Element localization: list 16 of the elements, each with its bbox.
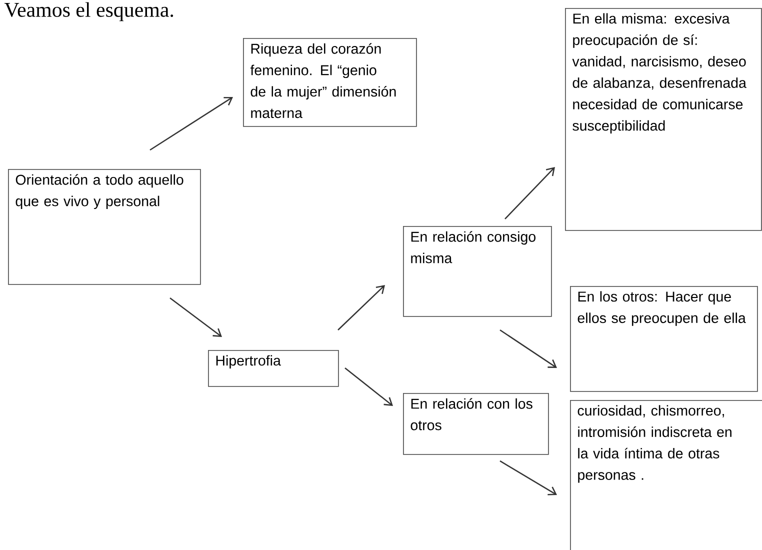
arrow (338, 284, 385, 330)
arrow (150, 96, 233, 151)
heading: Veamos el esquema. (4, 2, 174, 22)
arrow (344, 367, 393, 406)
arrow (500, 329, 557, 368)
arrow (504, 166, 555, 220)
text-box: En los otros: Hacer que ellos se preocupen de ella (570, 286, 758, 392)
text-box: En ella misma: excesiva preocupación de sí: vanidad, narcisismo, deseo de alabanza, desenfrenada necesidad de comunicarse susceptibilidad (565, 8, 762, 231)
text-box: Hipertrofia (208, 350, 339, 387)
text-box: En relación consigo misma (403, 226, 552, 317)
text-box: curiosidad, chismorreo, intromisión indiscreta en la vida íntima de otras personas . (570, 400, 762, 550)
text-box: Riqueza del corazón femenino. El “genio de la mujer” dimensión materna (243, 38, 417, 127)
text-box: Orientación a todo aquello que es vivo y personal (8, 169, 201, 285)
arrow (500, 460, 557, 496)
arrow (170, 297, 222, 337)
text-box: En relación con los otros (403, 392, 549, 455)
